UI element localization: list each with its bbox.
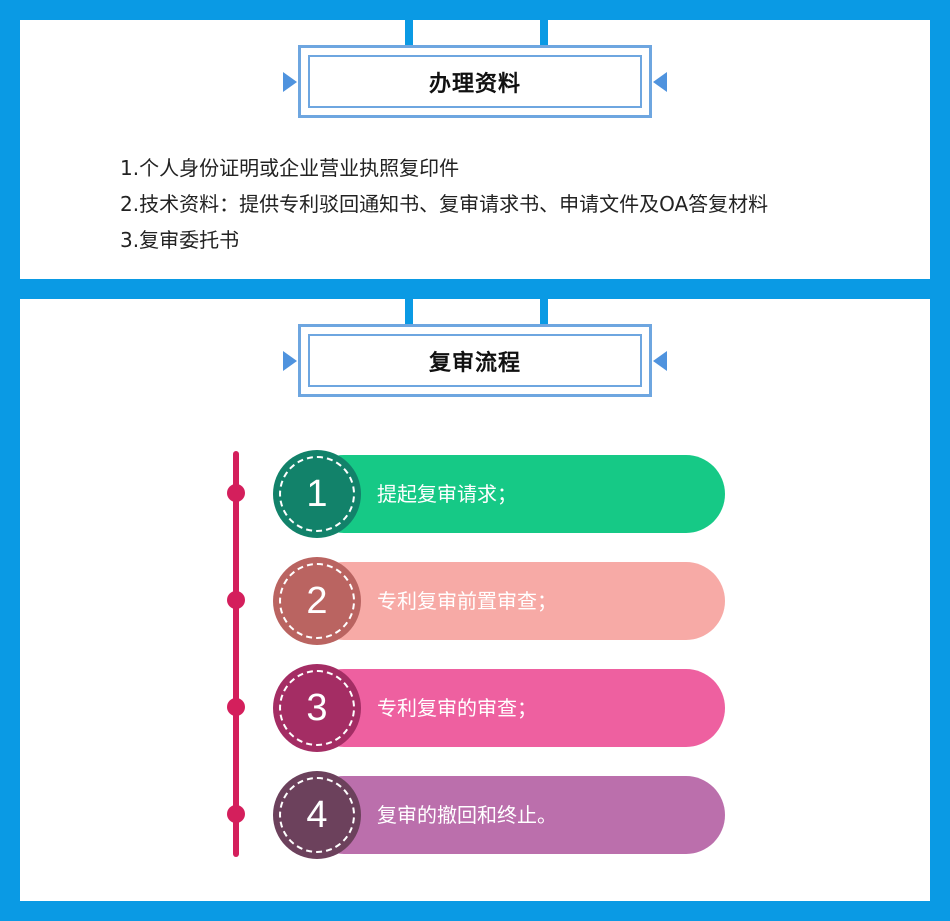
timeline-dot (227, 698, 245, 716)
process-panel: 复审流程 1 提起复审请求； 2 专利复审前置审查； 3 专利复审的审查； 4 … (20, 299, 930, 901)
triangle-right-icon (283, 351, 297, 371)
materials-panel: 办理资料 1.个人身份证明或企业营业执照复印件 2.技术资料：提供专利驳回通知书… (20, 20, 930, 279)
materials-item: 3.复审委托书 (120, 228, 240, 252)
timeline-line (233, 451, 239, 857)
title-connector-right (540, 20, 548, 45)
materials-item: 1.个人身份证明或企业营业执照复印件 (120, 156, 460, 180)
step-text: 提起复审请求； (377, 482, 517, 506)
step-number: 3 (306, 687, 328, 729)
step-pill (305, 669, 725, 747)
section-title: 办理资料 (428, 71, 521, 97)
step-pill (305, 776, 725, 854)
triangle-left-icon (653, 351, 667, 371)
step-pill (305, 562, 725, 640)
step-number-badge: 4 (273, 771, 361, 859)
step-number: 2 (306, 580, 328, 622)
timeline-dot (227, 484, 245, 502)
triangle-right-icon (283, 72, 297, 92)
title-connector-right (540, 299, 548, 324)
step-number-badge: 3 (273, 664, 361, 752)
step-number-badge: 1 (273, 450, 361, 538)
title-connector-left (405, 299, 413, 324)
step-text: 专利复审的审查； (377, 696, 537, 720)
triangle-left-icon (653, 72, 667, 92)
section-title-box: 复审流程 (298, 324, 652, 397)
step-text: 复审的撤回和终止。 (377, 803, 557, 827)
timeline-dot (227, 591, 245, 609)
section-title-box: 办理资料 (298, 45, 652, 118)
step-number: 1 (306, 473, 328, 515)
step-number: 4 (306, 794, 328, 836)
step-text: 专利复审前置审查； (377, 589, 557, 613)
materials-list: 1.个人身份证明或企业营业执照复印件 2.技术资料：提供专利驳回通知书、复审请求… (120, 150, 768, 258)
step-number-badge: 2 (273, 557, 361, 645)
materials-item: 2.技术资料：提供专利驳回通知书、复审请求书、申请文件及OA答复材料 (120, 192, 769, 216)
step-pill (305, 455, 725, 533)
title-connector-left (405, 20, 413, 45)
timeline-dot (227, 805, 245, 823)
section-title: 复审流程 (428, 350, 521, 376)
